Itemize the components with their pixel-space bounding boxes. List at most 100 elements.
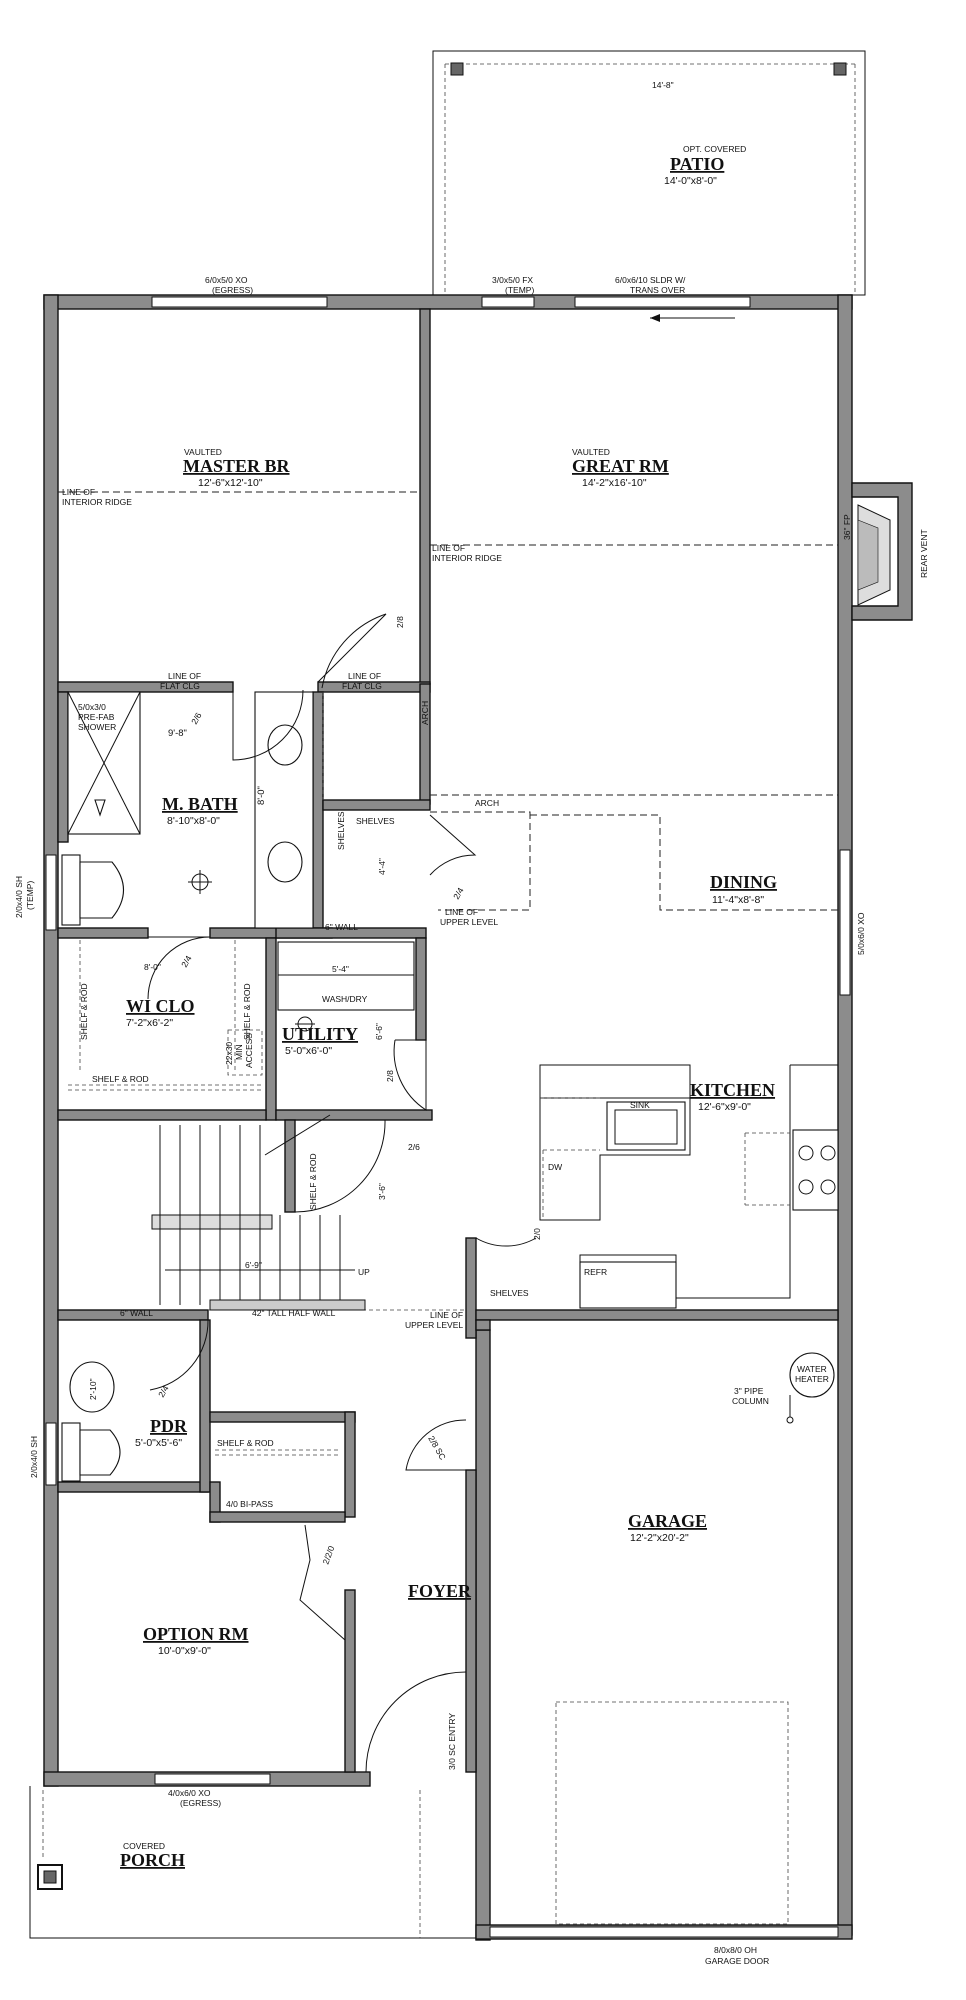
fireplace-label: 36" FP bbox=[842, 514, 852, 540]
door-arc bbox=[429, 814, 477, 876]
bath-dims: 8'-10"x8'-0" bbox=[167, 815, 220, 827]
door-arc bbox=[405, 1419, 467, 1471]
closet-note: SHELF & ROD bbox=[92, 1074, 149, 1084]
arch-label: ARCH bbox=[420, 701, 430, 725]
counter bbox=[676, 1064, 839, 1310]
washer-dryer bbox=[277, 941, 415, 1011]
door-label: 6/0x6/10 SLDR W/ bbox=[615, 275, 686, 285]
window-option bbox=[154, 1773, 271, 1785]
door-arc bbox=[149, 1319, 209, 1391]
level-note: UPPER LEVEL bbox=[440, 917, 498, 927]
ceiling-note: LINE OF bbox=[168, 671, 201, 681]
shower-label: 5/0x3/0 bbox=[78, 702, 106, 712]
porch-title: PORCH bbox=[120, 1850, 185, 1870]
closet-note: SHELF & ROD bbox=[217, 1438, 274, 1448]
foyer-title: FOYER bbox=[408, 1581, 472, 1601]
utility-label: WASH/DRY bbox=[322, 994, 368, 1004]
shower-label: SHOWER bbox=[78, 722, 116, 732]
great-vaulted: VAULTED bbox=[572, 447, 610, 457]
ceiling-note: INTERIOR RIDGE bbox=[62, 497, 132, 507]
bath-title: M. BATH bbox=[162, 794, 238, 814]
door-label: TRANS OVER bbox=[630, 285, 685, 295]
ceiling-note: FLAT CLG bbox=[342, 681, 382, 691]
annotations: 6/0x5/0 XO (EGRESS) 3/0x5/0 FX (TEMP) 6/… bbox=[14, 275, 929, 1966]
shelves-label: SHELVES bbox=[356, 816, 395, 826]
heater-label: HEATER bbox=[795, 1374, 829, 1384]
pdr-fixtures bbox=[61, 1361, 340, 1482]
window-label: (EGRESS) bbox=[212, 285, 253, 295]
toilet-icon bbox=[79, 1429, 121, 1476]
sliding-door bbox=[574, 296, 751, 308]
door-arc bbox=[147, 936, 211, 1000]
dimension-label: 5'-4" bbox=[332, 964, 349, 974]
patio-post bbox=[833, 62, 847, 76]
window-temp bbox=[481, 296, 535, 308]
window-label: 2/0x4/0 SH bbox=[29, 1436, 39, 1478]
door-arc bbox=[475, 1237, 537, 1247]
window-label: (TEMP) bbox=[25, 881, 35, 910]
windows bbox=[45, 296, 851, 1938]
garage-door-label: 8/0x8/0 OH bbox=[714, 1945, 757, 1955]
patio-post bbox=[450, 62, 464, 76]
master-dims: 12'-6"x12'-10" bbox=[198, 477, 263, 489]
window-label: 4/0x6/0 XO bbox=[168, 1788, 211, 1798]
room-labels: 14'-8" OPT. COVERED PATIO 14'-0"x8'-0" V… bbox=[120, 80, 777, 1870]
heater-label: WATER bbox=[797, 1364, 827, 1374]
dimension-label: 4'-4" bbox=[377, 858, 387, 875]
staircase bbox=[151, 1114, 366, 1311]
column-label: COLUMN bbox=[732, 1396, 769, 1406]
bipass-label: 4/0 BI-PASS bbox=[226, 1499, 273, 1509]
window-label: 5/0x6/0 XO bbox=[856, 912, 866, 955]
window-label: (TEMP) bbox=[505, 285, 534, 295]
closet-detail bbox=[68, 940, 415, 1091]
stair-up: UP bbox=[358, 1267, 370, 1277]
door-size: 2/8 bbox=[395, 616, 405, 628]
patio-subtitle: OPT. COVERED bbox=[683, 144, 746, 154]
dining-dims: 11'-4"x8'-8" bbox=[712, 894, 764, 906]
column-label: 3" PIPE bbox=[734, 1386, 764, 1396]
option-dims: 10'-0"x9'-0" bbox=[158, 1645, 211, 1657]
closet-note: SHELF & ROD bbox=[242, 983, 252, 1040]
dimension-label: 3'-6" bbox=[377, 1183, 387, 1200]
shelves-label: SHELVES bbox=[490, 1288, 529, 1298]
door-size: 2/8 bbox=[385, 1070, 395, 1082]
door-arc bbox=[365, 1671, 467, 1773]
dimension-label: 6'-6" bbox=[374, 1023, 384, 1040]
half-wall-label: 42" TALL HALF WALL bbox=[252, 1308, 336, 1318]
arch-label: ARCH bbox=[475, 798, 499, 808]
door-arc bbox=[232, 689, 304, 761]
closet-note: SHELF & ROD bbox=[308, 1153, 318, 1210]
garage-dims: 12'-2"x20'-2" bbox=[630, 1532, 689, 1544]
door-arc bbox=[393, 1039, 427, 1111]
dimension-label: 6'-9" bbox=[245, 1260, 262, 1270]
window-dining bbox=[839, 849, 851, 996]
shower-label: PRE-FAB bbox=[78, 712, 115, 722]
island bbox=[539, 1064, 691, 1221]
door-size: 2/6 bbox=[189, 711, 204, 726]
half-wall bbox=[209, 1299, 366, 1311]
toilet-icon bbox=[79, 861, 124, 919]
great-dims: 14'-2"x16'-10" bbox=[582, 477, 647, 489]
door-size: 2/4 bbox=[156, 1384, 171, 1399]
attic-note: MIN bbox=[234, 1044, 244, 1060]
bath-fixtures bbox=[61, 691, 314, 929]
door-swings bbox=[147, 613, 537, 1773]
sink-label: SINK bbox=[630, 1100, 650, 1110]
garage-door-label: GARAGE DOOR bbox=[705, 1956, 769, 1966]
wall-note: 6" WALL bbox=[120, 1308, 153, 1318]
door-arc bbox=[294, 1119, 386, 1213]
level-note: LINE OF bbox=[445, 907, 478, 917]
refrigerator bbox=[579, 1261, 677, 1309]
level-note: UPPER LEVEL bbox=[405, 1320, 463, 1330]
dw-label: DW bbox=[548, 1162, 562, 1172]
wall-note: 6" WALL bbox=[325, 922, 358, 932]
window-master bbox=[151, 296, 328, 308]
door-size: 2/0 bbox=[532, 1228, 542, 1240]
shelves-label: SHELVES bbox=[336, 811, 346, 850]
window-label: 2/0x4/0 SH bbox=[14, 876, 24, 918]
ceiling-lines bbox=[58, 491, 838, 1311]
pdr-dims: 5'-0"x5'-6" bbox=[135, 1437, 182, 1449]
patio-title: PATIO bbox=[670, 154, 724, 174]
kitchen-title: KITCHEN bbox=[690, 1080, 775, 1100]
dining-title: DINING bbox=[710, 872, 777, 892]
